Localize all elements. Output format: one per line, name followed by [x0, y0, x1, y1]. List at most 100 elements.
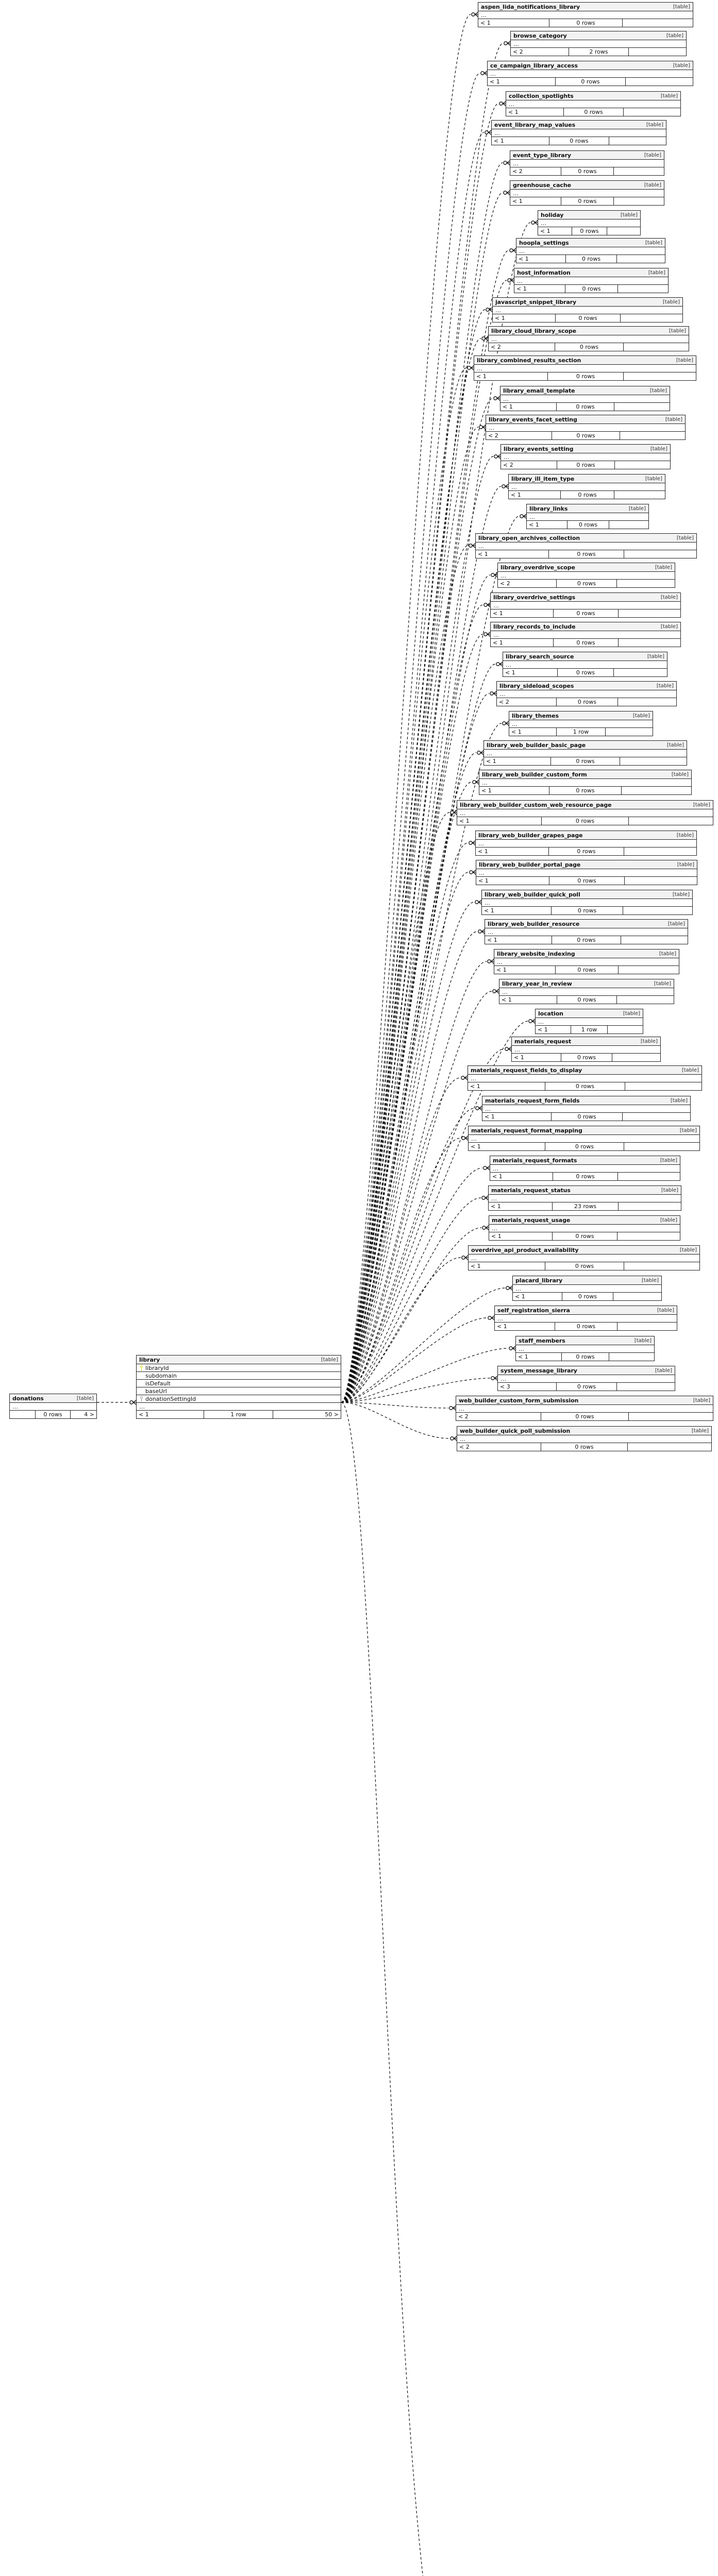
entity-type-tag: [table] [666, 742, 684, 748]
entity-library-open-archives-collection[interactable]: library_open_archives_collection[table]…… [475, 533, 697, 558]
entity-type-tag: [table] [645, 240, 662, 246]
column-row: libraryId [137, 1364, 341, 1372]
entity-library-web-builder-portal-page[interactable]: library_web_builder_portal_page[table]…<… [476, 860, 697, 885]
more-columns-indicator: … [536, 1018, 643, 1026]
entity-header: event_library_map_values[table] [492, 121, 666, 129]
entity-web-builder-quick-poll-submission[interactable]: web_builder_quick_poll_submission[table]… [457, 1426, 712, 1451]
entity-header: system_message_library[table] [498, 1366, 675, 1375]
entity-name: donations [12, 1395, 44, 1402]
primary-key-icon [140, 1365, 143, 1371]
column-label: isDefault [145, 1380, 171, 1387]
entity-type-tag: [table] [676, 535, 694, 541]
row-count: 0 rows [575, 1233, 594, 1240]
row-count: 0 rows [580, 228, 599, 234]
entity-type-tag: [table] [660, 93, 678, 99]
entity-overdrive-api-product-availability[interactable]: overdrive_api_product_availability[table… [468, 1245, 700, 1270]
entity-materials-request-format-mapping[interactable]: materials_request_format_mapping[table]…… [468, 1126, 700, 1151]
parent-count: < 1 [478, 848, 488, 855]
more-columns-indicator: … [516, 1345, 654, 1353]
parent-count: < 1 [505, 669, 515, 676]
more-columns-indicator: … [497, 690, 676, 698]
entity-name: library_open_archives_collection [478, 534, 580, 541]
row-count: 0 rows [584, 109, 603, 115]
row-count: 0 rows [577, 1054, 596, 1061]
more-columns-indicator: … [501, 453, 670, 461]
more-columns-indicator: … [468, 1075, 702, 1082]
parent-count: < 2 [499, 699, 509, 705]
entity-library[interactable]: library [table] libraryId subdomain isDe… [136, 1355, 341, 1419]
row-count: 0 rows [577, 907, 597, 914]
entity-name: web_builder_custom_form_submission [459, 1397, 579, 1404]
entity-name: library_web_builder_resource [488, 920, 580, 927]
entity-library-combined-results-section[interactable]: library_combined_results_section[table]…… [474, 355, 696, 381]
parent-count: < 1 [487, 937, 497, 943]
entity-header: web_builder_quick_poll_submission[table] [457, 1427, 711, 1435]
entity-library-web-builder-grapes-page[interactable]: library_web_builder_grapes_page[table]…<… [475, 831, 697, 856]
entity-aspen-lida-notifications-library[interactable]: aspen_lida_notifications_library[table]…… [478, 2, 693, 27]
entity-materials-request-fields-to-display[interactable]: materials_request_fields_to_display[tabl… [467, 1065, 702, 1091]
more-columns-indicator: … [489, 1195, 681, 1202]
more-columns-indicator: … [538, 219, 640, 227]
parent-count: < 2 [513, 48, 523, 55]
entity-type-tag: [table] [648, 269, 665, 276]
entity-library-web-builder-quick-poll[interactable]: library_web_builder_quick_poll[table]…< … [481, 890, 693, 915]
entity-type-tag: [table] [76, 1395, 94, 1401]
entity-donations[interactable]: donations [table] … 0 rows 4 > [9, 1394, 97, 1419]
entity-name: materials_request_format_mapping [471, 1127, 582, 1134]
more-columns-indicator: … [490, 1165, 680, 1173]
entity-library-web-builder-custom-form[interactable]: library_web_builder_custom_form[table]…<… [479, 770, 692, 795]
entity-header: materials_request_usage[table] [489, 1216, 680, 1225]
row-count: 0 rows [576, 462, 595, 468]
more-columns-indicator: … [503, 661, 667, 669]
more-columns-indicator: … [10, 1403, 96, 1411]
entity-library-web-builder-basic-page[interactable]: library_web_builder_basic_page[table]…< … [483, 740, 687, 766]
entity-library-web-builder-custom-web-resource-page[interactable]: library_web_builder_custom_web_resource_… [457, 800, 713, 825]
parent-count: < 1 [478, 877, 489, 884]
entity-materials-request-form-fields[interactable]: materials_request_form_fields[table]…< 1… [482, 1096, 691, 1121]
entity-web-builder-custom-form-submission[interactable]: web_builder_custom_form_submission[table… [456, 1396, 713, 1421]
entity-type-tag: [table] [660, 623, 678, 630]
row-count: 0 rows [575, 1263, 594, 1269]
parent-count: < 1 [491, 1203, 501, 1210]
